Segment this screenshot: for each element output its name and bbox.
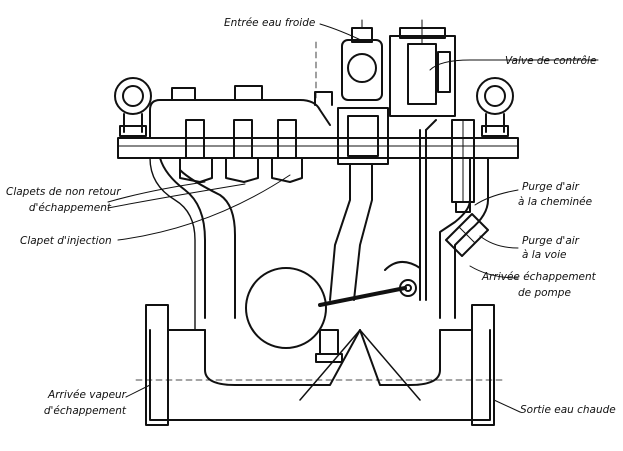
non-return-valves <box>179 119 303 183</box>
left-body-wall <box>159 157 206 319</box>
injection-valve-label: Clapet d'injection <box>20 235 112 247</box>
cold-water-inlet-label: Entrée eau froide <box>224 17 316 29</box>
exhaust-steam-inlet-label-line2: d'échappement <box>43 405 126 417</box>
top-flange <box>117 137 519 159</box>
left-outlet-flange <box>145 304 206 426</box>
chimney-air-purge <box>451 119 475 213</box>
chimney-air-purge-label-line1: Purge d'air <box>522 181 579 193</box>
hot-water-outlet-label: Sortie eau chaude <box>520 404 616 416</box>
non-return-valves-label-line1: Clapets de non retour <box>6 186 121 198</box>
upper-cover <box>149 99 331 139</box>
central-cone <box>329 163 351 301</box>
right-body-wall <box>454 157 489 319</box>
float-linkage <box>318 119 437 307</box>
cold-water-inlet-body <box>341 19 383 101</box>
control-valve-assembly <box>389 19 456 117</box>
right-outlet-flange <box>439 304 495 426</box>
exhaust-steam-inlet-label-line1: Arrivée vapeur <box>48 389 126 401</box>
track-air-purge-label-line2: à la voie <box>522 249 567 261</box>
pump-exhaust-inlet-label-line1: Arrivée échappement <box>482 271 596 283</box>
track-air-purge-label-line1: Purge d'air <box>522 235 579 247</box>
chimney-air-purge-label-line2: à la cheminée <box>518 196 593 208</box>
left-lifting-eye <box>114 77 152 137</box>
pump-exhaust-inlet-label-line2: de pompe <box>518 287 571 299</box>
control-valve-label: Valve de contrôle <box>505 55 597 67</box>
lower-body <box>149 329 491 421</box>
right-lifting-eye <box>476 77 514 137</box>
leader-lines <box>107 23 599 413</box>
float-ball <box>245 267 327 349</box>
track-air-purge <box>445 213 489 257</box>
non-return-valves-label-line2: d'échappement <box>28 202 111 214</box>
